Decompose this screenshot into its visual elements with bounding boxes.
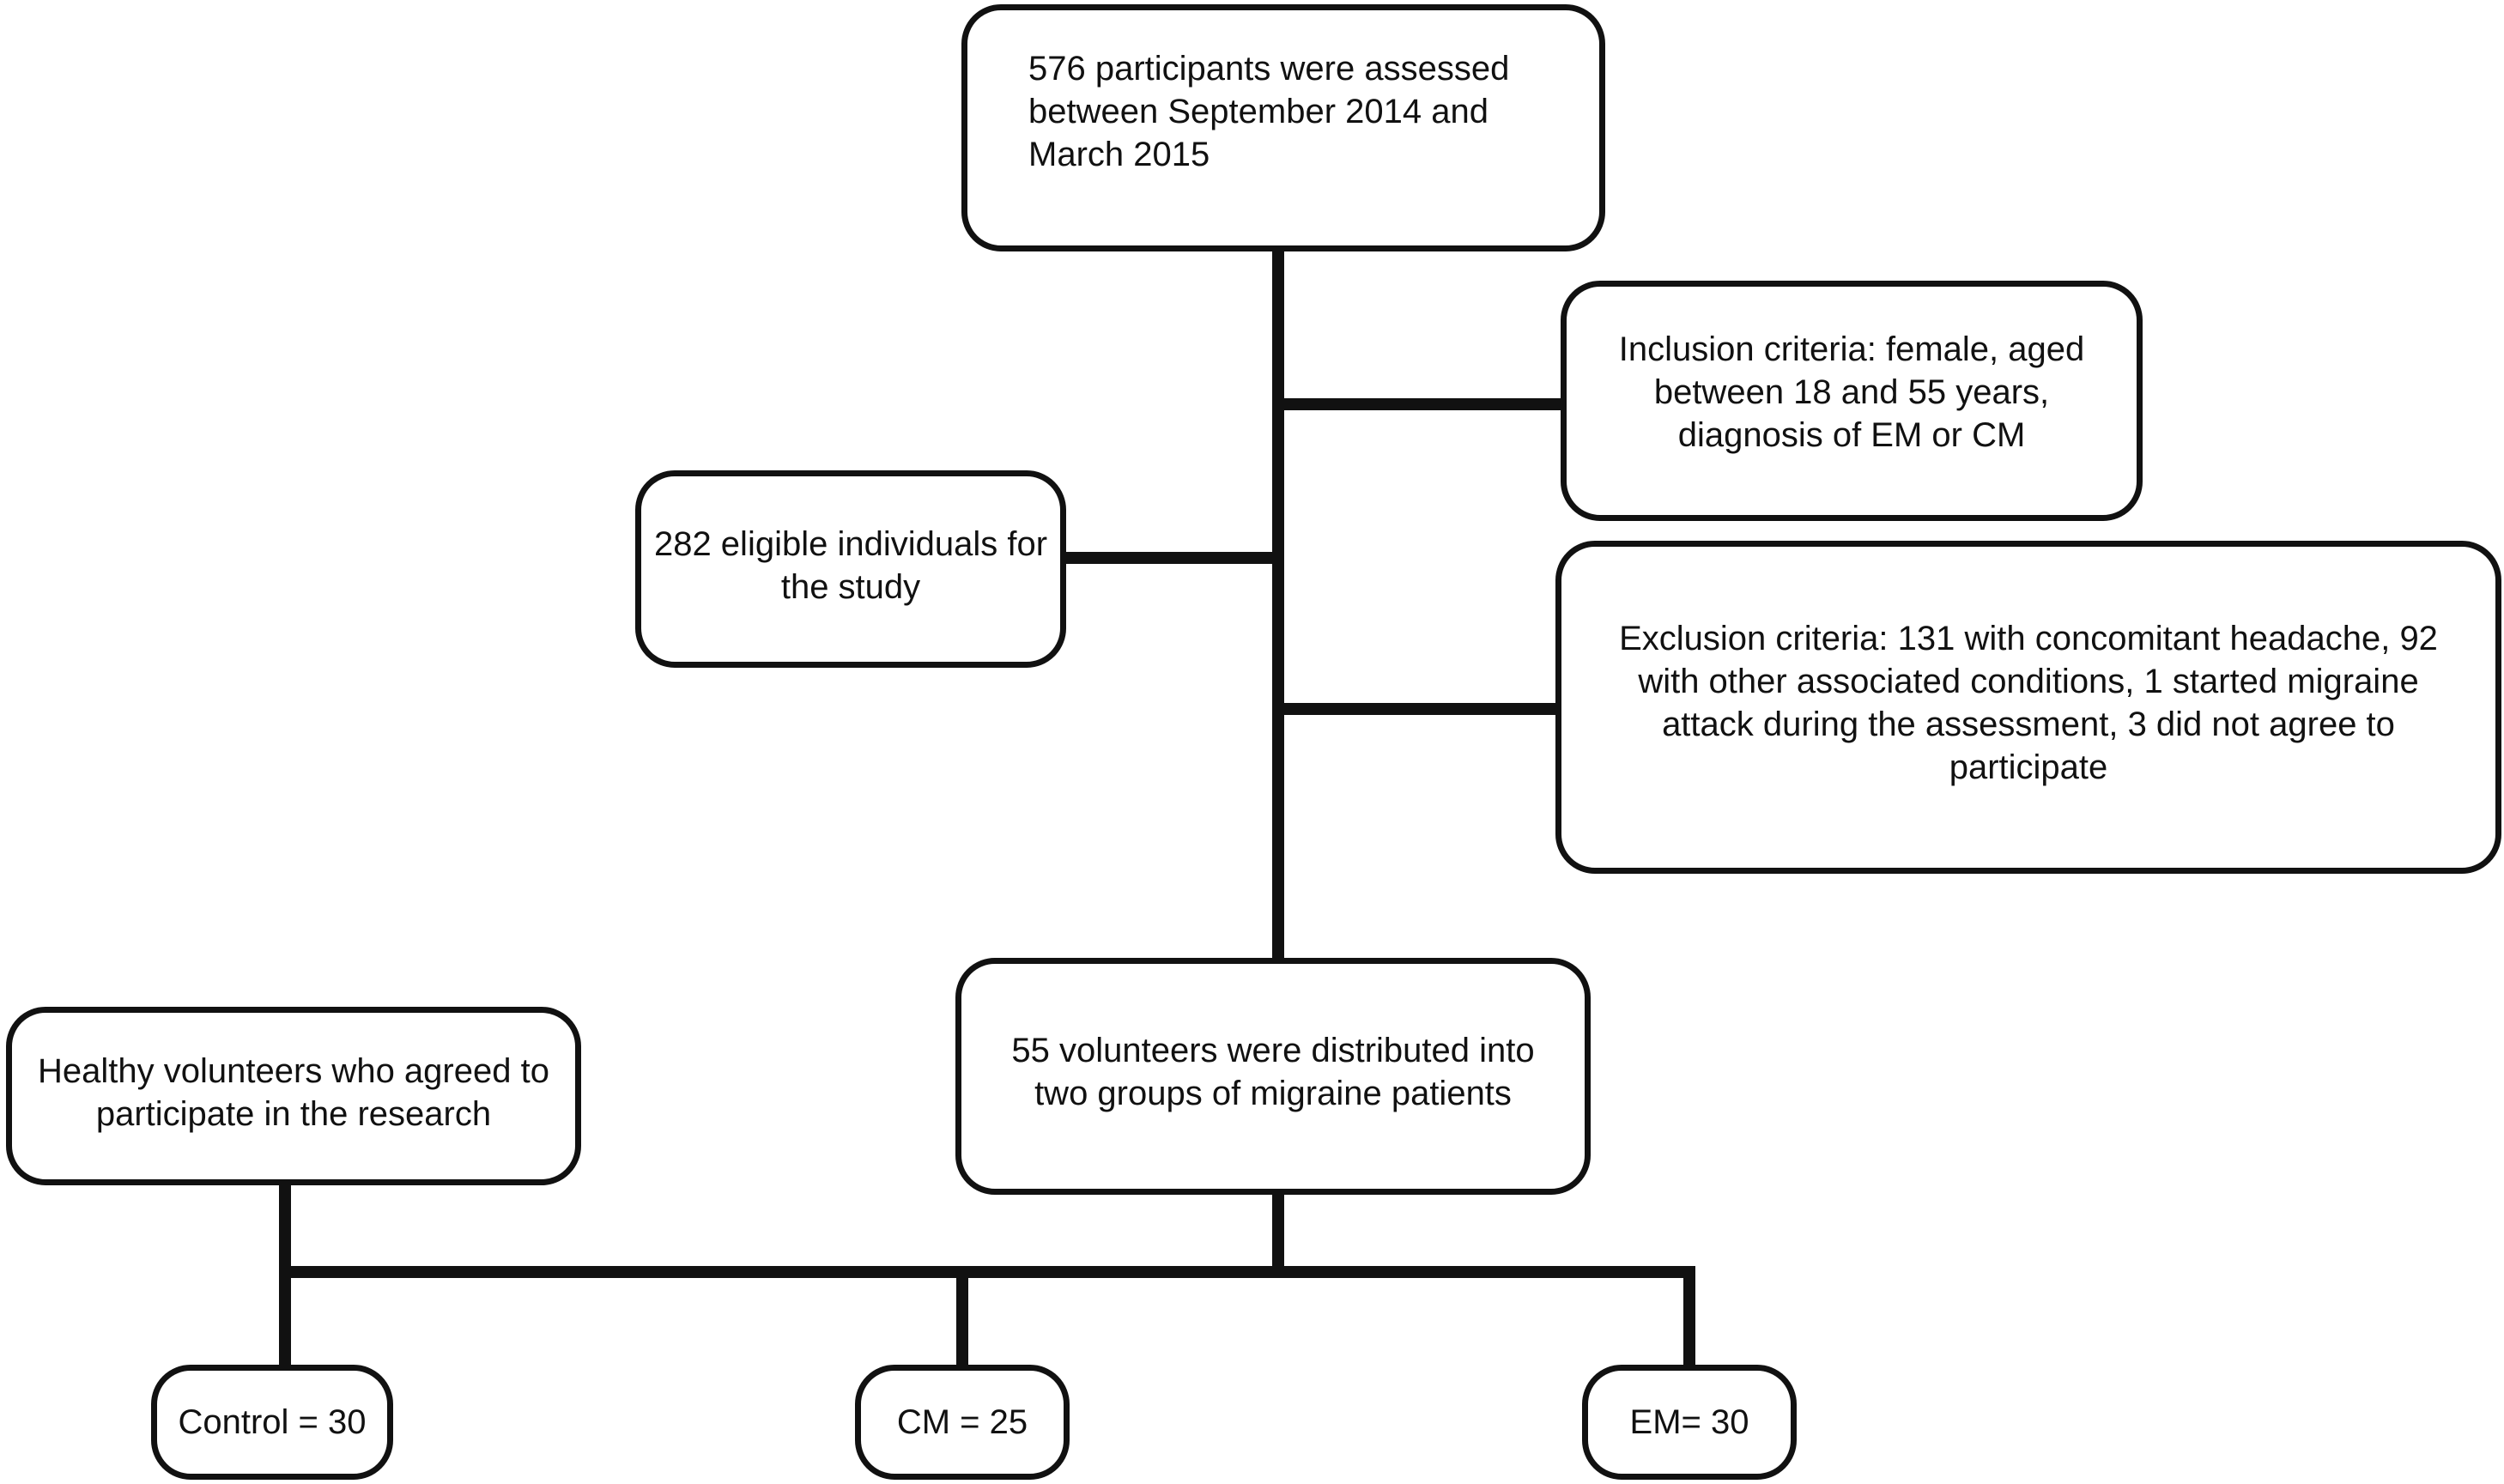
- eligible-line-1: 282 eligible individuals for: [653, 525, 1048, 563]
- inclusion-line-2: between 18 and 55 years,: [1653, 373, 2050, 411]
- em-group-box: EM= 30: [1582, 1365, 1797, 1480]
- exclusion-criteria-box: Exclusion criteria: 131 with concomitant…: [1555, 541, 2501, 874]
- assessed-box: 576 participants were assessed between S…: [961, 4, 1605, 251]
- inclusion-line-3: diagnosis of EM or CM: [1677, 416, 2026, 454]
- exclusion-line-1: Exclusion criteria: 131 with concomitant…: [1619, 620, 2438, 657]
- distributed-line-1: 55 volunteers were distributed into: [1011, 1032, 1535, 1069]
- distributed-line-2: two groups of migraine patients: [1034, 1075, 1512, 1112]
- inclusion-line-1: Inclusion criteria: female, aged: [1618, 330, 2085, 368]
- cm-group-box: CM = 25: [855, 1365, 1070, 1480]
- exclusion-line-4: participate: [1949, 748, 2108, 786]
- eligible-individuals-box: 282 eligible individuals for the study: [635, 470, 1066, 668]
- assessed-line-1: 576 participants were assessed: [1028, 50, 1510, 88]
- assessed-line-2: between September 2014 and: [1028, 93, 1488, 130]
- exclusion-line-2: with other associated conditions, 1 star…: [1638, 663, 2419, 700]
- inclusion-criteria-box: Inclusion criteria: female, aged between…: [1561, 281, 2143, 521]
- healthy-line-2: participate in the research: [95, 1095, 492, 1133]
- assessed-line-3: March 2015: [1028, 136, 1210, 173]
- exclusion-line-3: attack during the assessment, 3 did not …: [1662, 706, 2395, 743]
- control-group-label: Control = 30: [178, 1403, 367, 1441]
- eligible-line-2: the study: [780, 568, 921, 606]
- healthy-line-1: Healthy volunteers who agreed to: [38, 1052, 549, 1090]
- em-group-label: EM= 30: [1629, 1403, 1749, 1441]
- healthy-volunteers-box: Healthy volunteers who agreed to partici…: [6, 1007, 581, 1185]
- distributed-volunteers-box: 55 volunteers were distributed into two …: [955, 958, 1591, 1195]
- cm-group-label: CM = 25: [896, 1403, 1028, 1441]
- control-group-box: Control = 30: [151, 1365, 393, 1480]
